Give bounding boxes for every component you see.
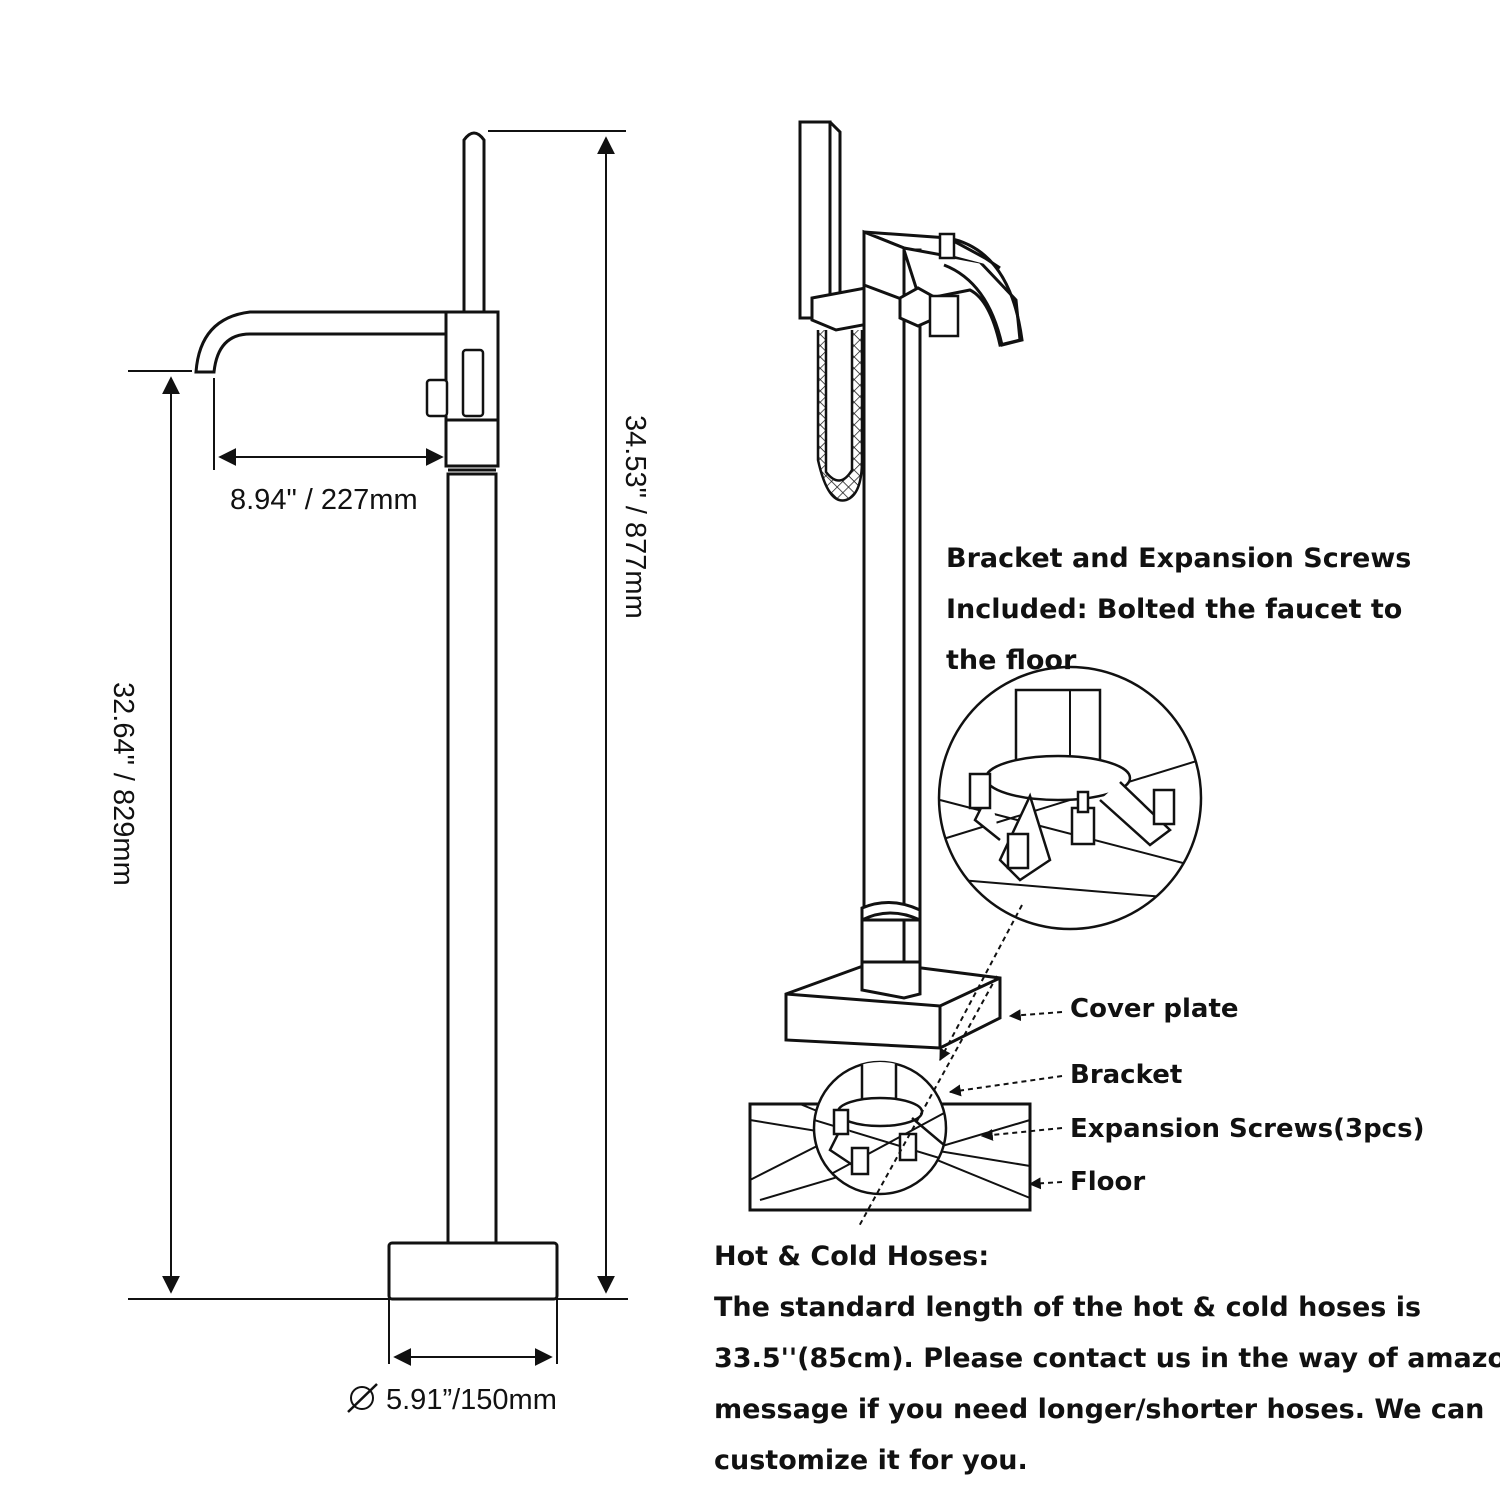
nut-bolt-icon <box>968 772 1176 870</box>
callout-expansion-screws: Expansion Screws(3pcs) <box>1070 1114 1424 1144</box>
base-diameter-label: 5.91”/150mm <box>386 1384 557 1416</box>
spout-height-label: 32.64" / 829mm <box>107 682 139 886</box>
total-height-label: 34.53" / 877mm <box>619 415 651 619</box>
callout-cover-plate: Cover plate <box>1070 994 1239 1024</box>
callout-floor: Floor <box>1070 1167 1145 1197</box>
hoses-heading: Hot & Cold Hoses: <box>714 1241 989 1272</box>
hoses-line2: 33.5''(85cm). Please contact us in the w… <box>714 1343 1500 1374</box>
hoses-line4: customize it for you. <box>714 1445 1028 1476</box>
diameter-symbol-icon <box>347 1383 378 1413</box>
bracket-note-line1: Bracket and Expansion Screws <box>946 543 1411 574</box>
faucet-perspective-drawing <box>748 120 1203 1229</box>
spout-reach-label: 8.94" / 227mm <box>230 484 418 516</box>
hoses-line3: message if you need longer/shorter hoses… <box>714 1394 1484 1425</box>
hoses-line1: The standard length of the hot & cold ho… <box>714 1292 1421 1323</box>
side-view-drawing <box>128 130 628 1366</box>
bracket-note-line2: Included: Bolted the faucet to <box>946 594 1402 625</box>
nut-bolt-icon <box>832 1108 918 1176</box>
callout-bracket: Bracket <box>1070 1060 1182 1090</box>
bracket-note-line3: the floor <box>946 645 1077 676</box>
